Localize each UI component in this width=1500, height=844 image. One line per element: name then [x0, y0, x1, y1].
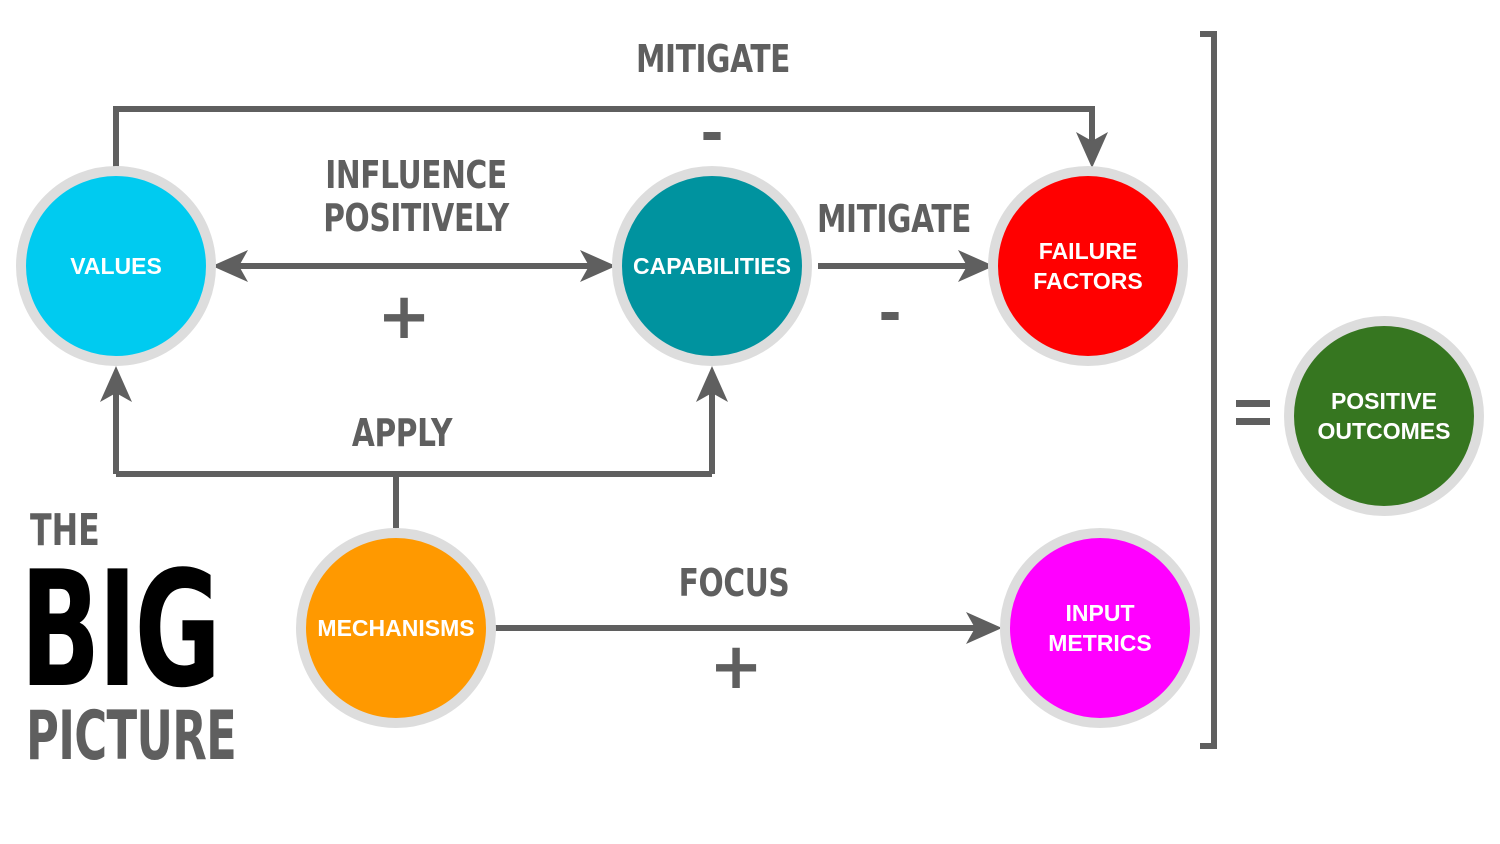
mitigate-right-label: MITIGATE: [816, 197, 972, 241]
title-the: THE: [30, 505, 100, 556]
failure-factors-label-line1: FAILURE: [1038, 238, 1138, 264]
capabilities-label: CAPABILITIES: [632, 253, 792, 279]
influence-label-line2: POSITIVELY: [323, 196, 509, 240]
input-metrics-node: INPUT METRICS: [1000, 528, 1200, 728]
mitigate-top-sign: -: [700, 101, 724, 166]
arrowhead-capabilities-left: [580, 250, 616, 282]
arrowhead-values-left: [212, 250, 248, 282]
influence-sign: +: [377, 280, 431, 354]
apply-connector: [113, 382, 715, 528]
failure-factors-node: FAILURE FACTORS: [988, 166, 1188, 366]
arrowhead-failure-left: [958, 250, 994, 282]
mitigate-right-sign: -: [878, 281, 902, 346]
failure-factors-label-line2: FACTORS: [1033, 268, 1143, 294]
arrowhead-values-up: [100, 366, 132, 402]
values-node: VALUES: [16, 166, 216, 366]
arrowhead-input-metrics-left: [966, 612, 1002, 644]
equals-sign: [1236, 400, 1270, 425]
input-metrics-label-line1: INPUT: [1065, 600, 1135, 626]
positive-outcomes-node: POSITIVE OUTCOMES: [1284, 316, 1484, 516]
positive-outcomes-label-line1: POSITIVE: [1330, 388, 1438, 414]
positive-outcomes-label-line2: OUTCOMES: [1317, 418, 1451, 444]
focus-label: FOCUS: [678, 561, 790, 605]
values-label: VALUES: [70, 253, 162, 279]
title-picture: PICTURE: [26, 697, 237, 776]
influence-label-line1: INFLUENCE: [325, 153, 507, 197]
arrowhead-failure-top: [1076, 132, 1108, 168]
arrowheads: [100, 132, 1108, 644]
focus-sign: +: [709, 630, 763, 704]
capabilities-node: CAPABILITIES: [612, 166, 812, 366]
mechanisms-node: MECHANISMS: [296, 528, 496, 728]
arrowhead-capabilities-up: [696, 366, 728, 402]
mechanisms-label: MECHANISMS: [317, 615, 475, 641]
title-big: BIG: [20, 536, 221, 723]
apply-label: APPLY: [351, 411, 453, 455]
input-metrics-label-line2: METRICS: [1048, 630, 1152, 656]
bracket: [1200, 31, 1217, 749]
mitigate-top-connector: [113, 106, 1095, 168]
mitigate-top-label: MITIGATE: [635, 37, 791, 81]
